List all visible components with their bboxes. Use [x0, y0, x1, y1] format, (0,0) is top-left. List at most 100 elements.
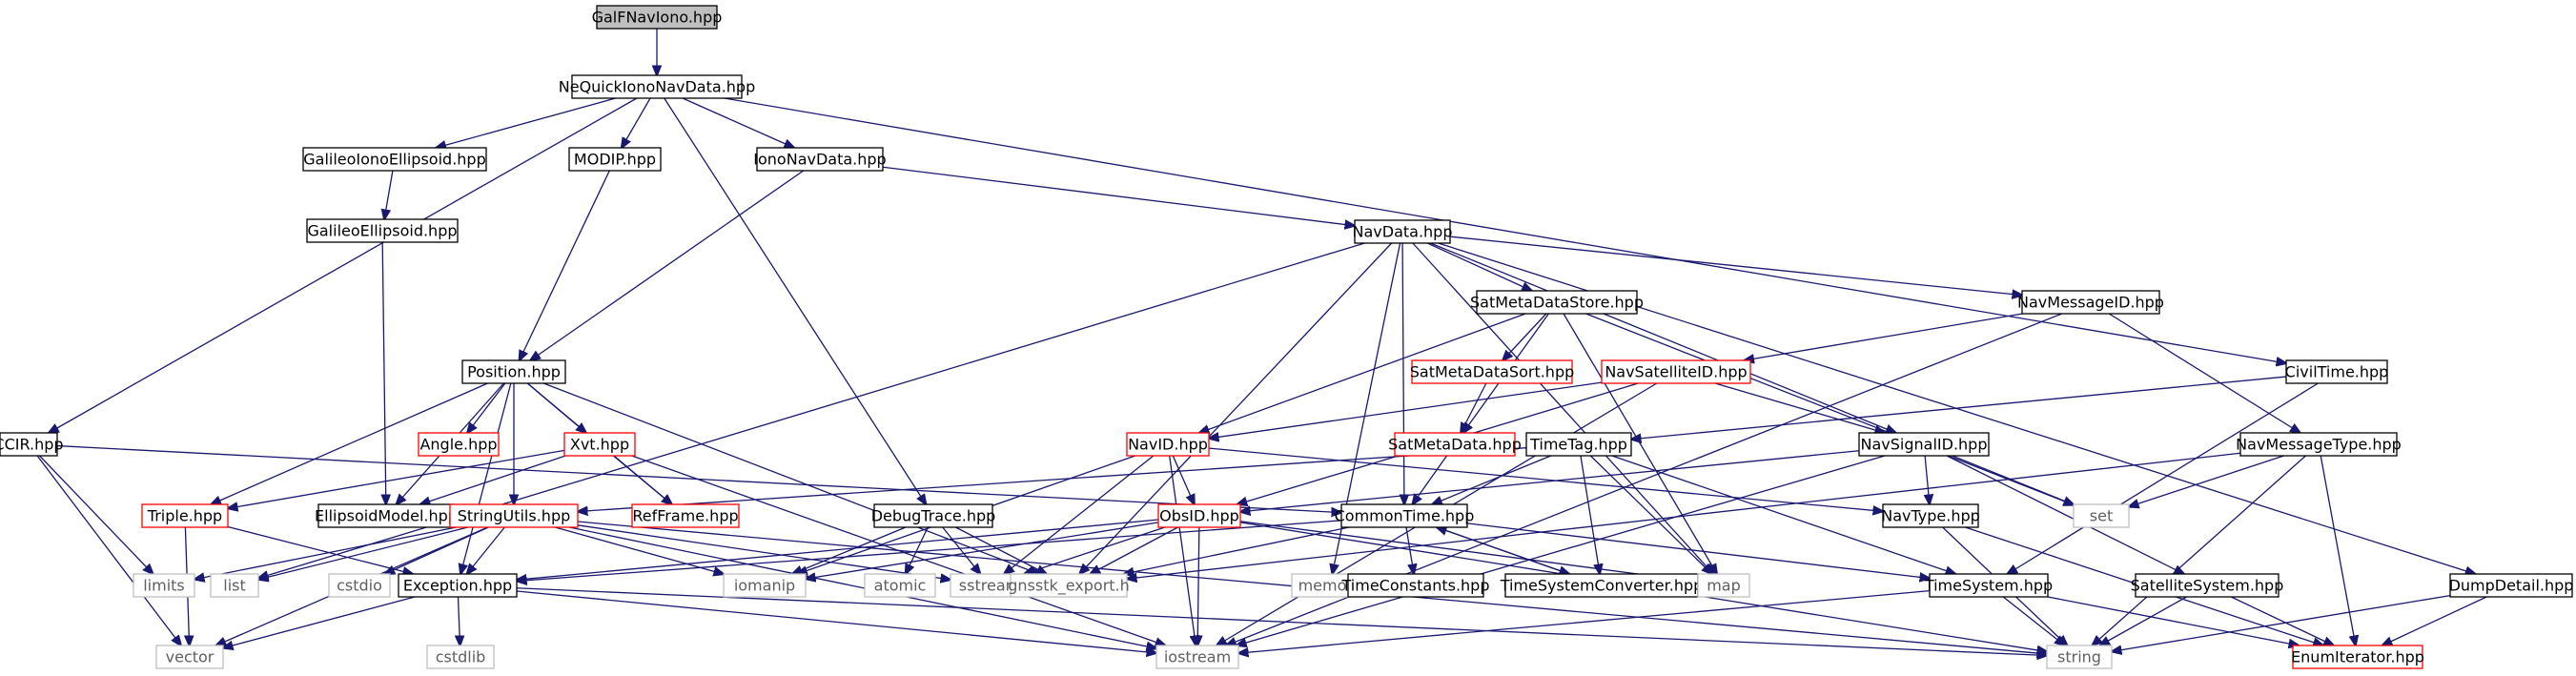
node-timesystem[interactable]: TimeSystem.hpp [1924, 573, 2053, 598]
edge-dumpdetail-to-enumiterator [2382, 596, 2487, 645]
node-box [461, 359, 566, 384]
node-civiltime[interactable]: CivilTime.hpp [2285, 359, 2389, 384]
node-label: NavID.hpp [1128, 436, 1208, 454]
edge-nequickiono-to-civiltime [724, 97, 2286, 363]
node-commontime[interactable]: CommonTime.hpp [1335, 503, 1475, 528]
node-timetag[interactable]: TimeTag.hpp [1525, 432, 1632, 457]
node-box [133, 573, 195, 598]
node-iononavdata[interactable]: IonoNavData.hpp [753, 147, 887, 172]
node-satmetadatasort[interactable]: SatMetaDataSort.hpp [1410, 359, 1575, 384]
edge-iononavdata-to-position [530, 170, 805, 360]
edge-xvt-to-triple [228, 449, 565, 508]
node-nequickiono[interactable]: NeQuickIonoNavData.hpp [559, 74, 755, 99]
dependency-edges [36, 29, 2487, 656]
node-navsignalid[interactable]: NavSignalID.hpp [1858, 432, 1990, 457]
node-angle[interactable]: Angle.hpp [418, 432, 500, 457]
edge-iononavdata-to-navdata [882, 166, 1355, 226]
node-enumiterator[interactable]: EnumIterator.hpp [2291, 645, 2424, 669]
edge-position-to-exception [460, 382, 512, 574]
edge-obsid-to-map [1239, 521, 1698, 583]
node-label: NavMessageID.hpp [2017, 294, 2164, 312]
node-ellipsoidmodel[interactable]: EllipsoidModel.hpp [315, 503, 458, 528]
edge-galileoellipsoid-to-ellipsoidmodel [382, 241, 386, 504]
node-box [2046, 645, 2113, 669]
edge-navid-to-sstream [1004, 455, 1155, 574]
node-box [1858, 432, 1990, 457]
node-timesystemconverter[interactable]: TimeSystemConverter.hpp [1500, 573, 1704, 598]
node-label: Triple.hpp [147, 507, 222, 525]
node-box [1929, 573, 2049, 598]
edge-nequickiono-to-modip [622, 97, 651, 148]
node-label: NavSatelliteID.hpp [1605, 363, 1747, 381]
node-navdata[interactable]: NavData.hpp [1353, 219, 1453, 244]
edge-navdata-to-commontime [1402, 242, 1404, 504]
node-label: string [2057, 648, 2101, 666]
node-exception[interactable]: Exception.hpp [398, 573, 518, 598]
node-timeconstants[interactable]: TimeConstants.hpp [1341, 573, 1490, 598]
node-string: string [2046, 645, 2113, 669]
node-box [756, 147, 884, 172]
edge-navid-to-navtype [1208, 447, 1883, 511]
node-box [568, 147, 662, 172]
edge-satellitesystem-to-string [2099, 596, 2187, 645]
node-box [1354, 219, 1451, 244]
edge-stringutils-to-limits [194, 526, 457, 580]
node-box [1126, 432, 1210, 457]
node-label: DebugTrace.hpp [871, 507, 996, 525]
node-stringutils[interactable]: StringUtils.hpp [449, 503, 579, 528]
edge-stringutils-to-iomanip [555, 526, 724, 574]
node-label: SatelliteSystem.hpp [2131, 577, 2284, 595]
node-map: map [1697, 573, 1750, 598]
node-navsatelliteid[interactable]: NavSatelliteID.hpp [1601, 359, 1751, 384]
node-label: iostream [1164, 648, 1231, 666]
node-label: StringUtils.hpp [458, 507, 571, 525]
node-navtype[interactable]: NavType.hpp [1881, 503, 1980, 528]
edge-obsid-to-iostream [1197, 526, 1199, 645]
node-box [141, 503, 229, 528]
node-box [1347, 573, 1484, 598]
node-satmetadatastore[interactable]: SatMetaDataStore.hpp [1470, 290, 1644, 315]
node-satellitesystem[interactable]: SatelliteSystem.hpp [2131, 573, 2284, 598]
edge-stringutils-to-exception [467, 526, 505, 574]
node-obsid[interactable]: ObsID.hpp [1157, 503, 1241, 528]
node-refframe[interactable]: RefFrame.hpp [631, 503, 740, 528]
edge-navid-to-obsid [1172, 455, 1194, 504]
node-navmessagetype[interactable]: NavMessageType.hpp [2236, 432, 2402, 457]
node-iostream: iostream [1155, 645, 1239, 669]
node-label: SatMetaData.hpp [1388, 436, 1522, 454]
node-galfnaviono[interactable]: GalFNavIono.hpp [592, 5, 723, 30]
node-box [210, 573, 259, 598]
edge-navsatelliteid-to-navid [1209, 381, 1603, 439]
edge-navsignalid-to-set [1952, 455, 2074, 504]
node-label: EnumIterator.hpp [2291, 648, 2424, 666]
header-nodes: GalFNavIono.hppNeQuickIonoNavData.hppGal… [0, 5, 2574, 669]
node-set: set [2073, 503, 2130, 528]
edge-navsignalid-to-satellitesystem [1946, 455, 2184, 574]
node-galileoellipsoid[interactable]: GalileoEllipsoid.hpp [306, 218, 459, 243]
node-list: list [210, 573, 259, 598]
node-triple[interactable]: Triple.hpp [141, 503, 229, 528]
edge-obsid-to-sstream [1024, 526, 1166, 574]
edge-xvt-to-ellipsoidmodel [420, 455, 566, 504]
edge-dumpdetail-to-string [2112, 594, 2451, 652]
node-galileoionoellipsoid[interactable]: GalileoIonoEllipsoid.hpp [302, 147, 487, 172]
edge-xvt-to-refframe [612, 455, 671, 504]
node-position[interactable]: Position.hpp [461, 359, 566, 384]
node-xvt[interactable]: Xvt.hpp [563, 432, 636, 457]
node-debugtrace[interactable]: DebugTrace.hpp [871, 503, 996, 528]
node-satmetadata[interactable]: SatMetaData.hpp [1388, 432, 1522, 457]
edge-position-to-gnsstkexport [542, 382, 1039, 574]
edge-debugtrace-to-sstream [942, 526, 981, 574]
node-dumpdetail[interactable]: DumpDetail.hpp [2449, 573, 2574, 598]
node-label: Angle.hpp [419, 436, 497, 454]
edge-navsignalid-to-obsid [1240, 450, 1860, 512]
node-box [2239, 432, 2398, 457]
node-ccir[interactable]: CCIR.hpp [0, 432, 64, 457]
node-navmessageid[interactable]: NavMessageID.hpp [2017, 290, 2164, 315]
edge-position-to-triple [211, 382, 488, 504]
node-navid[interactable]: NavID.hpp [1126, 432, 1210, 457]
node-box [398, 573, 518, 598]
edge-navmessageid-to-navmessagetype [2108, 313, 2300, 433]
node-label: atomic [874, 577, 927, 595]
node-modip[interactable]: MODIP.hpp [568, 147, 662, 172]
